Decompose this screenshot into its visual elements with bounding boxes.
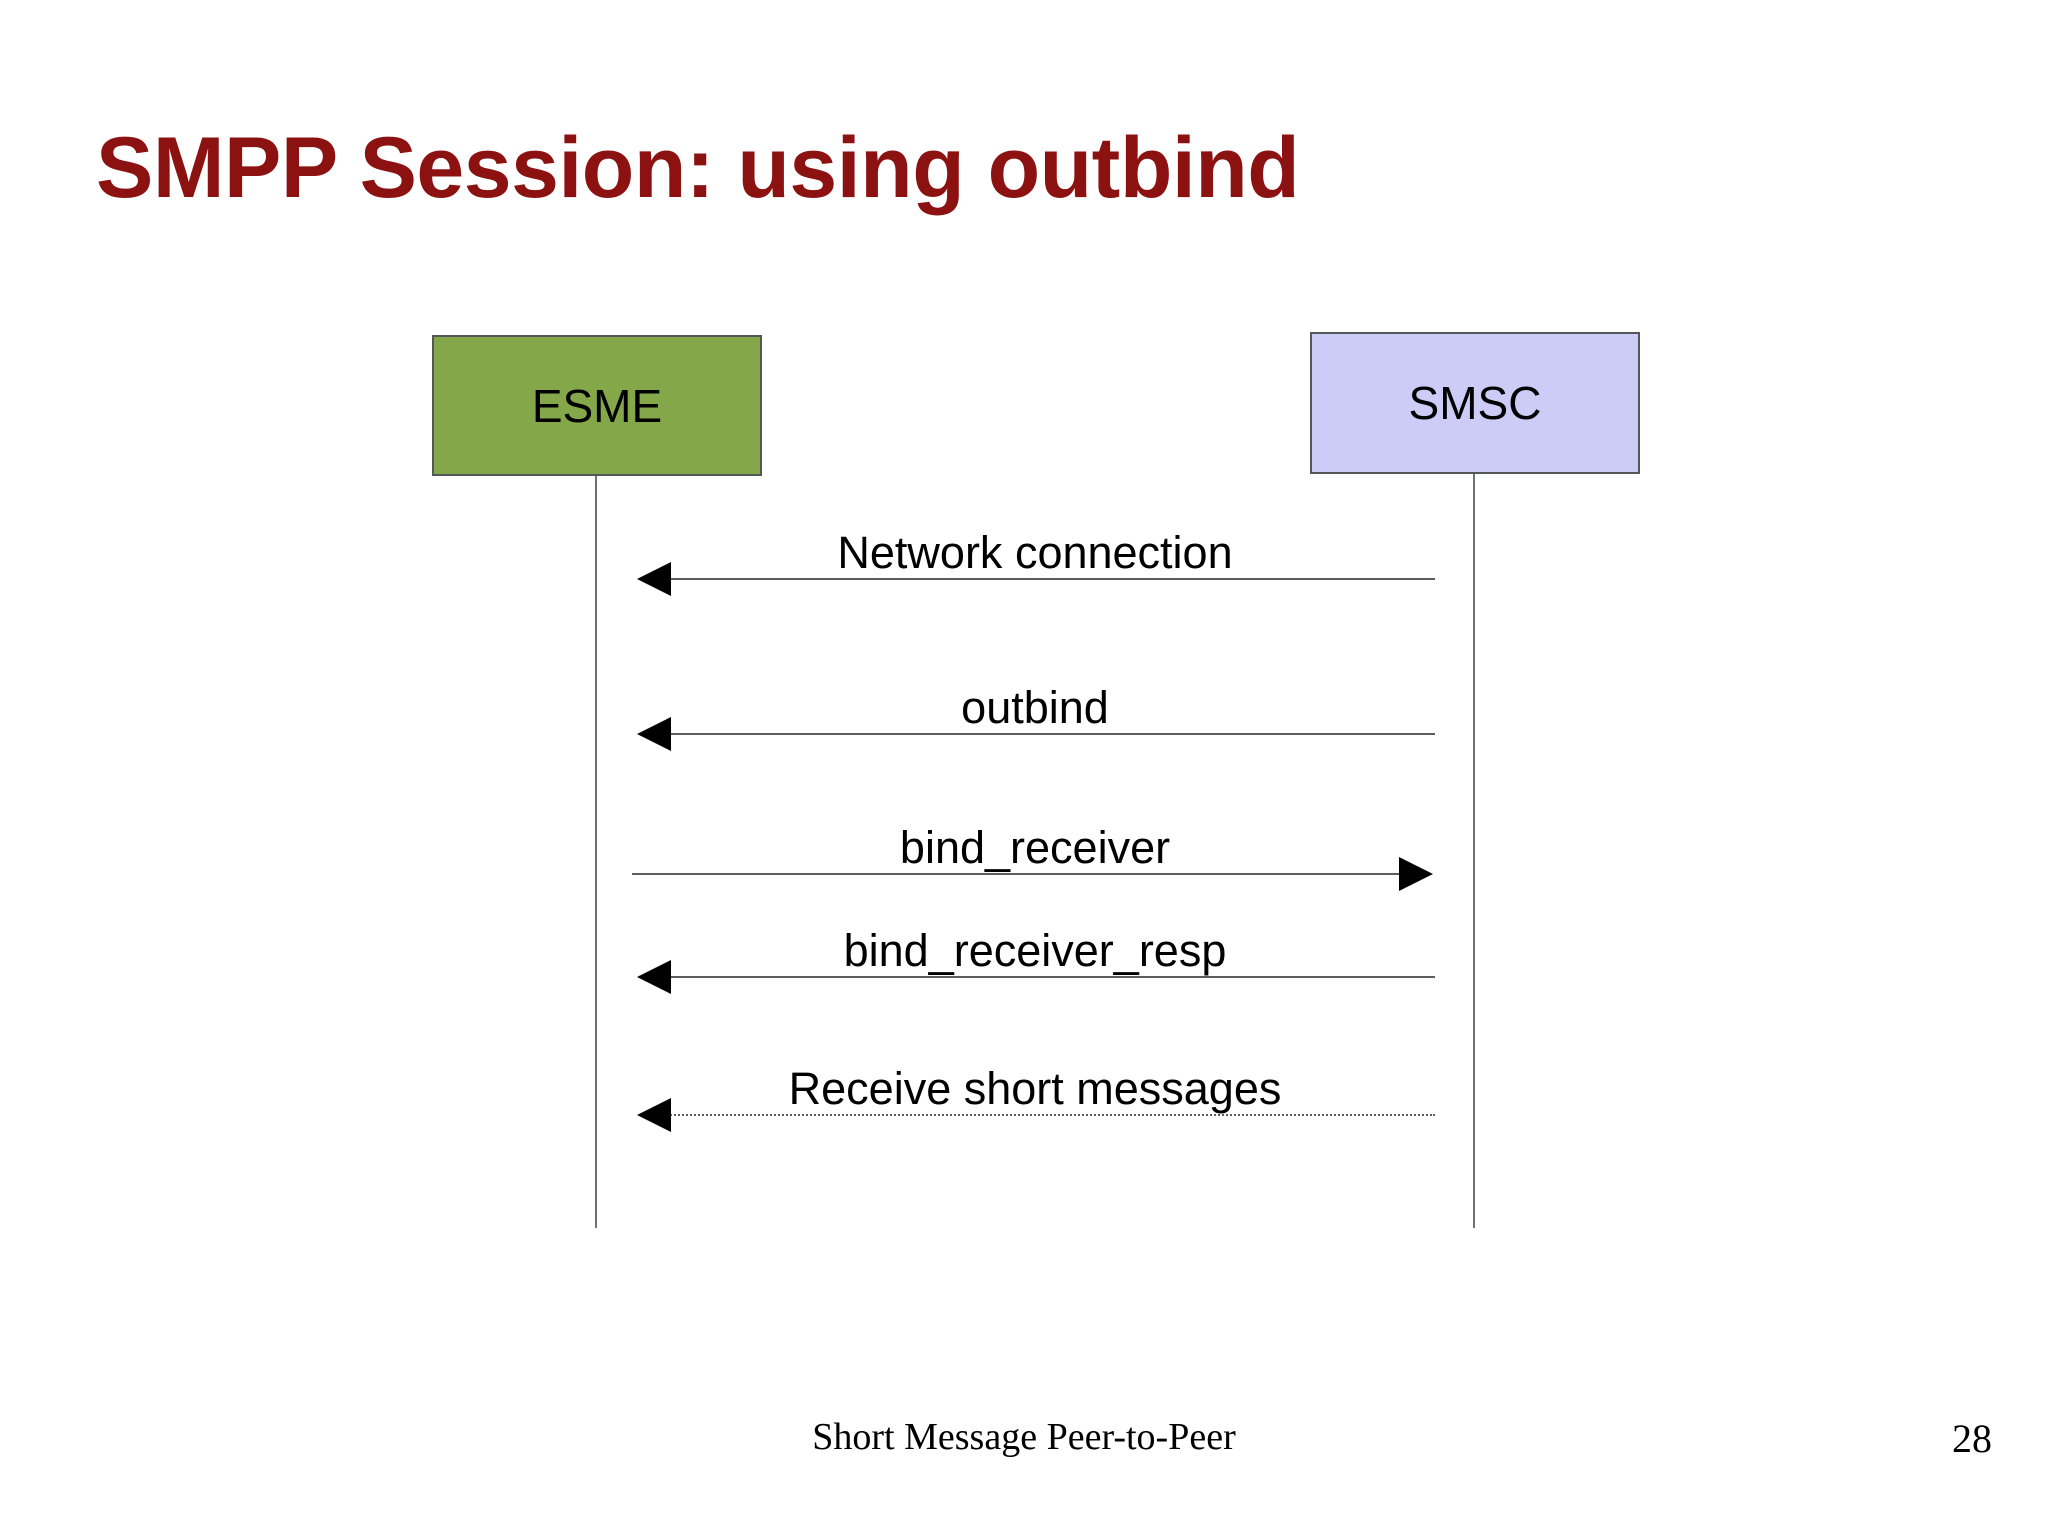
lifeline-smsc: [1473, 474, 1475, 1228]
arrow-head-left-icon: [637, 1098, 671, 1132]
arrow-head-right-icon: [1399, 857, 1433, 891]
page-number: 28: [1952, 1416, 1992, 1461]
arrow-head-left-icon: [637, 562, 671, 596]
message-label-bind-receiver-resp: bind_receiver_resp: [843, 925, 1227, 976]
participant-box-smsc[interactable]: SMSC: [1310, 332, 1640, 474]
message-label-outbind: outbind: [961, 682, 1109, 733]
message-line-bind-receiver-resp: [655, 976, 1435, 978]
message-line-bind-receiver: [632, 873, 1400, 875]
arrow-head-left-icon: [637, 960, 671, 994]
message-label-bind-receiver: bind_receiver: [899, 822, 1171, 873]
participant-box-esme[interactable]: ESME: [432, 335, 762, 476]
message-line-outbind: [655, 733, 1435, 735]
page-title: SMPP Session: using outbind: [96, 120, 1300, 216]
arrow-head-left-icon: [637, 717, 671, 751]
message-line-network-connection: [655, 578, 1435, 580]
lifeline-esme: [595, 476, 597, 1228]
message-label-receive-short-messages: Receive short messages: [788, 1063, 1282, 1114]
participant-label-smsc: SMSC: [1408, 377, 1542, 429]
message-label-network-connection: Network connection: [837, 527, 1233, 578]
message-line-receive-short-messages: [655, 1114, 1435, 1116]
participant-label-esme: ESME: [531, 379, 663, 432]
footer-text: Short Message Peer-to-Peer: [812, 1416, 1236, 1458]
